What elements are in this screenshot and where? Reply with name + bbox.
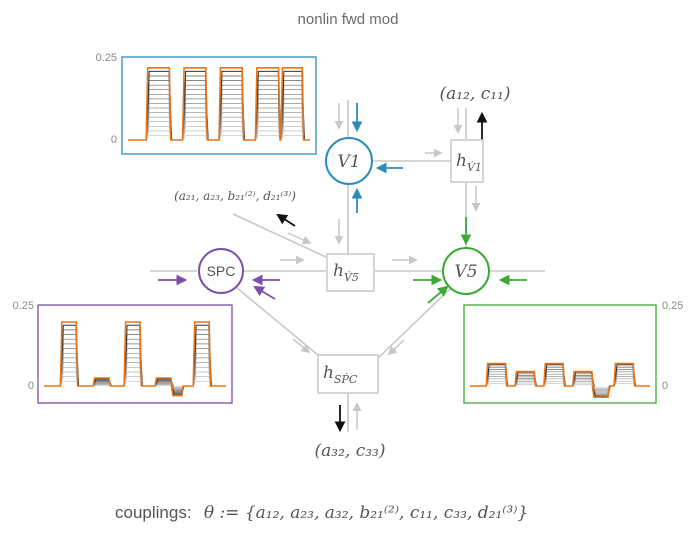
plot-v5-ytick-zero: 0 bbox=[662, 380, 668, 392]
coupling-label-top-right: (a₁₂, c₁₁) bbox=[440, 84, 511, 104]
footer-couplings: couplings: θ := {a₁₂, a₂₃, a₃₂, b₂₁⁽²⁾, … bbox=[115, 503, 528, 523]
plot-spc: 0.25 0 bbox=[13, 300, 233, 404]
h-v5-label: hV̇5 bbox=[333, 261, 359, 284]
h-v1-box bbox=[450, 139, 484, 183]
plot-v5-ytick-top: 0.25 bbox=[662, 300, 683, 312]
target-signal-trace bbox=[44, 321, 226, 397]
target-signal-trace bbox=[470, 362, 650, 398]
node-v1: V1 bbox=[325, 137, 373, 185]
plot-spc-traces bbox=[44, 321, 226, 397]
grey-iteration-trace bbox=[128, 135, 310, 141]
green-arrow-into-v5-diag bbox=[427, 285, 449, 304]
plot-v1-ytick-top: 0.25 bbox=[96, 52, 117, 64]
h-v1-subscript: V̇1 bbox=[467, 161, 482, 174]
edge-hspc-v5 bbox=[375, 287, 452, 361]
grey-arrow bbox=[287, 232, 312, 245]
v1-label: V1 bbox=[337, 152, 360, 172]
plot-spc-ytick-top: 0.25 bbox=[13, 300, 34, 312]
purple-arrow-into-spc-diag bbox=[253, 285, 276, 300]
plot-spc-ytick-zero: 0 bbox=[28, 380, 34, 392]
grey-arrow bbox=[292, 338, 311, 354]
plot-v5-frame bbox=[463, 304, 657, 404]
h-v5-box bbox=[326, 253, 375, 292]
footer-prefix: couplings: bbox=[115, 503, 192, 522]
h-spc-label: hSṖC bbox=[323, 363, 358, 386]
plot-v5-traces bbox=[470, 362, 650, 398]
node-h-v1: hV̇1 bbox=[450, 139, 484, 183]
edge-hv5-input-diag bbox=[232, 213, 327, 258]
v5-label: V5 bbox=[454, 262, 477, 282]
plot-v1-traces bbox=[128, 67, 310, 142]
h-spc-subscript: SṖC bbox=[334, 372, 358, 386]
plot-v5: 0.25 0 bbox=[463, 300, 683, 404]
colored-arrows bbox=[158, 103, 527, 433]
h-v5-subscript: V̇5 bbox=[344, 271, 359, 284]
node-h-spc: hSṖC bbox=[317, 354, 379, 394]
spc-label: SPC bbox=[207, 263, 236, 279]
coupling-label-left: (a₂₁, a₂₃, b₂₁⁽²⁾, d₂₁⁽³⁾) bbox=[174, 189, 296, 203]
footer-formula: θ := {a₁₂, a₂₃, a₃₂, b₂₁⁽²⁾, c₁₁, c₃₃, d… bbox=[204, 503, 528, 523]
spc-circle bbox=[198, 248, 244, 294]
h-v1-label: hV̇1 bbox=[456, 151, 482, 174]
v1-circle bbox=[325, 137, 373, 185]
node-h-v5: hV̇5 bbox=[326, 253, 375, 292]
plot-spc-frame bbox=[37, 304, 233, 404]
node-spc: SPC bbox=[198, 248, 244, 294]
grey-arrow bbox=[387, 339, 405, 356]
diagram-title: nonlin fwd mod bbox=[298, 11, 399, 28]
plot-v1: 0.25 0 bbox=[96, 52, 317, 155]
node-v5: V5 bbox=[442, 247, 490, 295]
black-arrow-diag-left bbox=[276, 213, 296, 227]
grey-arrows bbox=[280, 103, 481, 430]
plot-v1-ytick-zero: 0 bbox=[111, 134, 117, 146]
coupling-label-bottom: (a₃₂, c₃₃) bbox=[315, 441, 386, 461]
v5-circle bbox=[442, 247, 490, 295]
target-signal-trace bbox=[128, 67, 310, 141]
edge-spc-hspc bbox=[236, 287, 325, 361]
h-spc-box bbox=[317, 354, 379, 394]
